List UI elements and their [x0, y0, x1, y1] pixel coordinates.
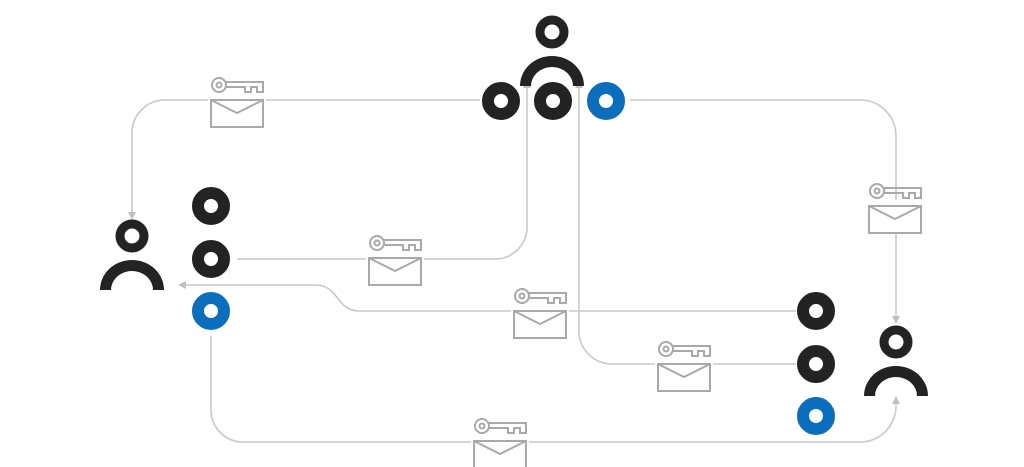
party-right	[803, 298, 928, 429]
person-icon	[864, 330, 928, 396]
ring-icon	[803, 298, 829, 324]
ring-icon	[488, 88, 514, 114]
active-ring-icon	[198, 298, 224, 324]
flow-top-to-right	[630, 99, 897, 318]
flow-lines	[128, 80, 900, 443]
ring-icon	[540, 88, 566, 114]
flow-left-to-top	[237, 86, 528, 260]
active-ring-icon	[803, 403, 829, 429]
flow-left-to-right	[210, 336, 897, 443]
ring-icon	[198, 193, 224, 219]
arrow-left-icon	[178, 281, 186, 289]
flow-top-to-left	[131, 99, 480, 214]
arrow-down-icon	[892, 316, 900, 324]
arrow-down-icon	[128, 212, 136, 220]
arrow-up-icon	[892, 396, 900, 404]
ring-icon	[803, 351, 829, 377]
messages	[208, 77, 924, 467]
flow-right-to-left	[184, 284, 796, 312]
party-top	[488, 20, 619, 114]
person-icon	[520, 20, 584, 86]
active-ring-icon	[593, 88, 619, 114]
ring-icon	[198, 246, 224, 272]
party-left	[100, 193, 224, 324]
flow-right-to-top	[578, 86, 796, 365]
person-icon	[100, 224, 164, 290]
